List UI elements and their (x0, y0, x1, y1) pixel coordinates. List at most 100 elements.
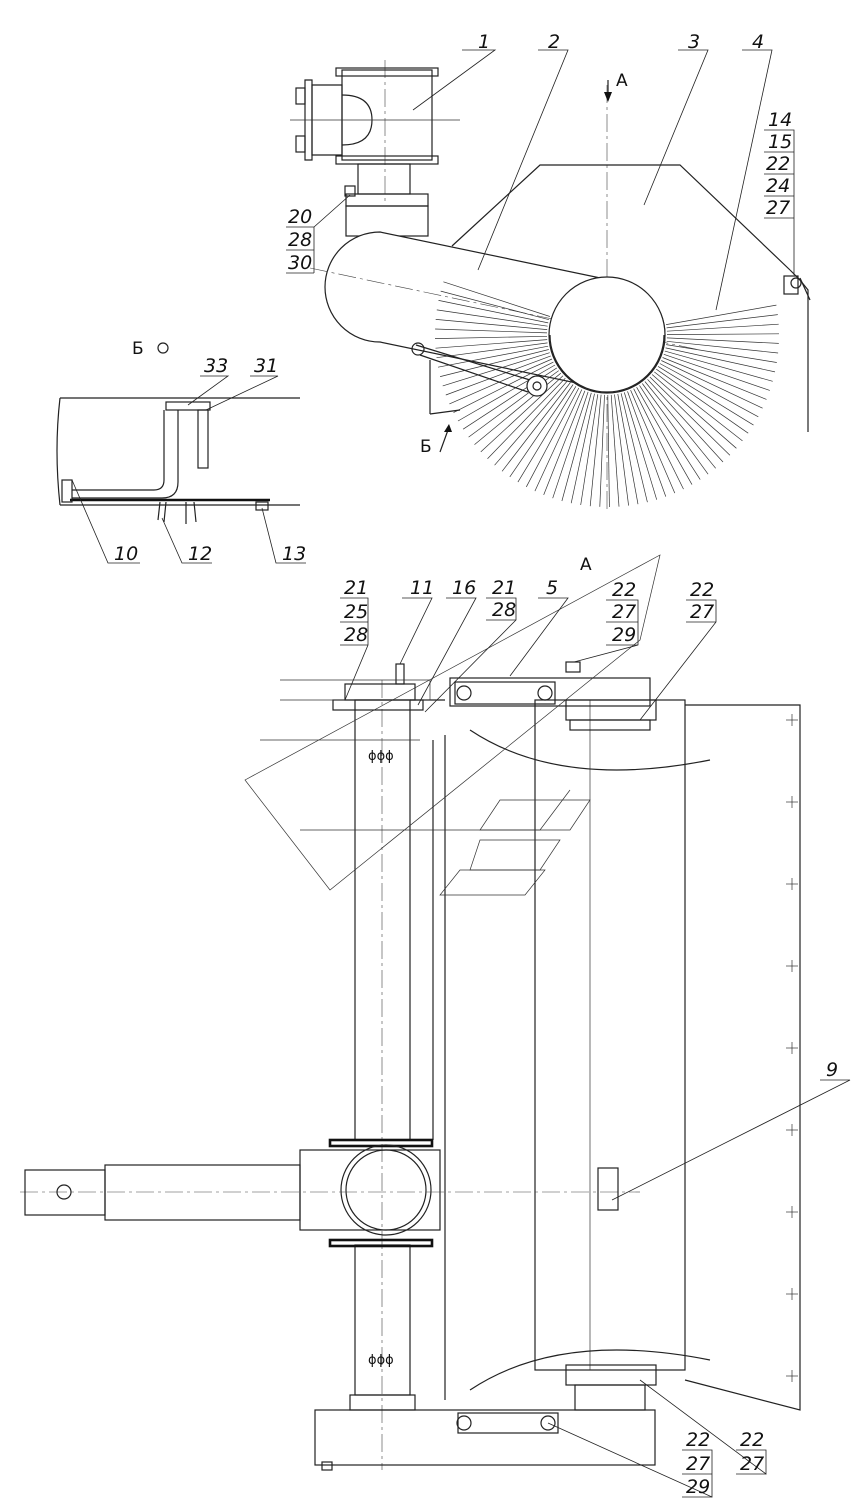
callout-3: 3 (688, 31, 700, 53)
callout-2: 2 (548, 31, 560, 53)
bristle (480, 375, 564, 453)
callout-22b: 22 (690, 579, 714, 601)
hood-panel (684, 704, 801, 1411)
item-9-block (597, 1167, 619, 1211)
bristle (666, 340, 779, 354)
callout-10: 10 (114, 543, 138, 565)
view-b-detail (56, 342, 300, 524)
lower-base (314, 1409, 656, 1466)
callout-30: 30 (288, 252, 312, 274)
bristle (494, 380, 569, 466)
bristle (437, 345, 549, 368)
callout-29a: 29 (612, 624, 636, 646)
gearbox-housing (341, 69, 433, 161)
bristle (599, 394, 605, 507)
bristle (525, 387, 580, 488)
callout-13: 13 (282, 543, 306, 565)
drive-shaft (24, 1169, 106, 1216)
bristle (666, 314, 778, 329)
bristle (440, 349, 549, 377)
callout-22a: 22 (612, 579, 636, 601)
bristle (474, 372, 562, 445)
view-label-a-top: А (616, 71, 628, 91)
bristle (617, 393, 639, 505)
view-arrow-a (604, 92, 612, 102)
brush-body (534, 699, 686, 1371)
bristle (666, 323, 779, 332)
callout-21b: 21 (492, 577, 516, 599)
bristle (659, 363, 759, 418)
callout-22-top: 22 (766, 153, 790, 175)
bristle (561, 392, 592, 502)
bristle (570, 393, 595, 504)
bristle (661, 360, 763, 409)
bristle (501, 382, 571, 472)
bristle (651, 374, 737, 449)
callout-16: 16 (452, 577, 476, 599)
bristle (662, 357, 767, 400)
svg-text:ϕϕϕ: ϕϕϕ (368, 1353, 394, 1368)
bristle (607, 394, 610, 508)
view-label-a-section: А (580, 555, 592, 575)
bristle (663, 353, 770, 391)
bristle (445, 355, 551, 396)
callout-27d: 27 (740, 1453, 764, 1475)
bristle (435, 339, 548, 349)
callout-28-top: 28 (288, 229, 312, 251)
bristle (534, 389, 583, 492)
callout-21a: 21 (344, 577, 368, 599)
bristle (436, 309, 548, 327)
callout-9: 9 (826, 1059, 838, 1081)
bristle (614, 394, 629, 506)
pivot-joint (526, 375, 548, 397)
bristle (438, 300, 549, 324)
bristle (623, 392, 658, 500)
bristle (457, 364, 556, 422)
callout-12: 12 (188, 543, 212, 565)
bristle (657, 366, 754, 426)
bristle (633, 388, 684, 490)
bristle (509, 384, 574, 478)
bristle (654, 371, 743, 442)
callout-15: 15 (768, 131, 792, 153)
bristle (649, 376, 731, 456)
brush-bristles (434, 281, 780, 508)
callout-5: 5 (546, 577, 558, 599)
bristle (666, 304, 777, 325)
callout-31: 31 (254, 355, 278, 377)
bristle (543, 390, 586, 496)
leader-lines (71, 49, 851, 1498)
callout-29c: 29 (686, 1476, 710, 1498)
view-a-plan: ϕϕϕ ϕϕϕ (20, 554, 801, 1471)
bristle (644, 381, 716, 469)
bristle (487, 377, 566, 459)
callout-14: 14 (768, 109, 792, 131)
brush-hood (451, 164, 791, 271)
bristle (589, 394, 602, 507)
callout-24: 24 (766, 175, 790, 197)
callout-27a: 27 (612, 601, 636, 623)
callout-28b: 28 (492, 599, 516, 621)
view-label-b-view: Б (132, 339, 144, 359)
bristle (630, 389, 676, 494)
bristle (666, 337, 779, 344)
bristle (664, 350, 773, 382)
bristle (453, 361, 554, 413)
callout-22d: 22 (740, 1429, 764, 1451)
callout-27b: 27 (690, 601, 714, 623)
bristle (647, 379, 724, 463)
callout-27-top: 27 (766, 197, 790, 219)
bristle (627, 391, 667, 497)
bristle (436, 342, 548, 359)
bristle (642, 383, 709, 475)
bristle (449, 358, 553, 405)
bristle (434, 335, 548, 339)
bristle (440, 290, 550, 321)
bristle (580, 394, 599, 506)
bristle (610, 394, 620, 507)
bristle (620, 393, 648, 503)
central-gearbox (299, 1149, 441, 1231)
bristle (665, 347, 776, 373)
view-arrow-b (444, 424, 452, 432)
callout-4: 4 (752, 31, 764, 53)
